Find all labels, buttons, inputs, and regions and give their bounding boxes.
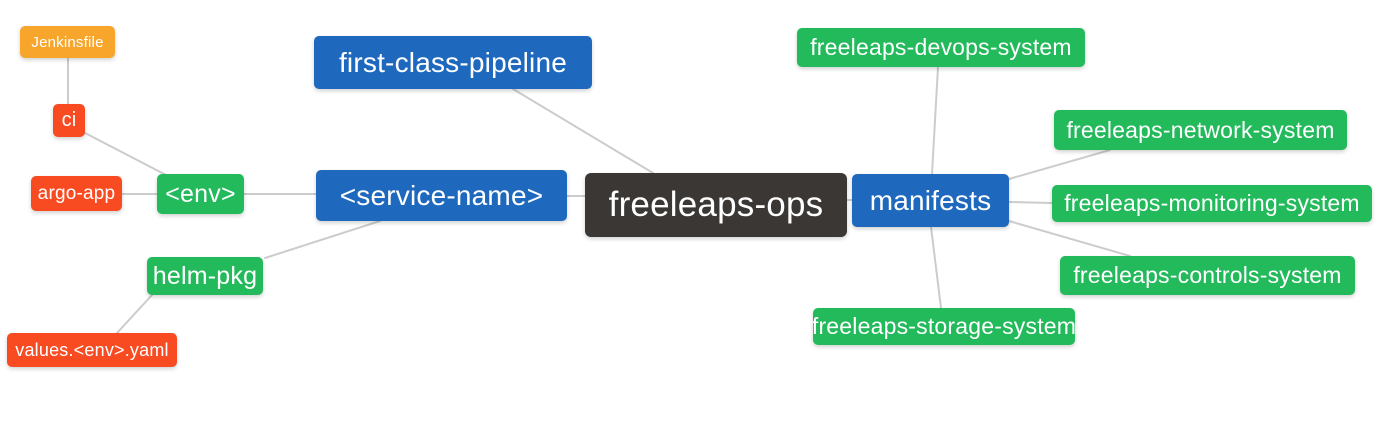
edge-manifests-controls bbox=[1008, 220, 1131, 257]
node-env[interactable]: <env> bbox=[157, 174, 244, 214]
node-freeleaps-storage-system[interactable]: freeleaps-storage-system bbox=[812, 308, 1076, 345]
edge-helm-pkg-values bbox=[116, 294, 153, 334]
edge-ci-env bbox=[84, 132, 169, 177]
edge-manifests-devops bbox=[931, 66, 939, 175]
node-values-env-yaml[interactable]: values.<env>.yaml bbox=[7, 333, 177, 367]
edge-manifests-storage bbox=[930, 226, 942, 309]
node-service-name[interactable]: <service-name> bbox=[316, 170, 567, 221]
edge-pipeline-freeleaps-ops bbox=[512, 88, 654, 174]
edge-manifests-network bbox=[1008, 149, 1111, 180]
node-ci[interactable]: ci bbox=[53, 104, 85, 137]
node-freeleaps-devops-system[interactable]: freeleaps-devops-system bbox=[797, 28, 1085, 67]
node-argo-app[interactable]: argo-app bbox=[31, 176, 122, 211]
node-freeleaps-monitoring-system[interactable]: freeleaps-monitoring-system bbox=[1052, 185, 1372, 222]
node-manifests[interactable]: manifests bbox=[852, 174, 1009, 227]
node-freeleaps-ops-root[interactable]: freeleaps-ops bbox=[585, 173, 847, 237]
node-helm-pkg[interactable]: helm-pkg bbox=[147, 257, 263, 295]
node-freeleaps-controls-system[interactable]: freeleaps-controls-system bbox=[1060, 256, 1355, 295]
edge-manifests-monitoring bbox=[1008, 201, 1053, 204]
node-freeleaps-network-system[interactable]: freeleaps-network-system bbox=[1054, 110, 1347, 150]
node-first-class-pipeline[interactable]: first-class-pipeline bbox=[314, 36, 592, 89]
edge-service-name-helm-pkg bbox=[264, 220, 381, 259]
node-jenkinsfile[interactable]: Jenkinsfile bbox=[20, 26, 115, 58]
